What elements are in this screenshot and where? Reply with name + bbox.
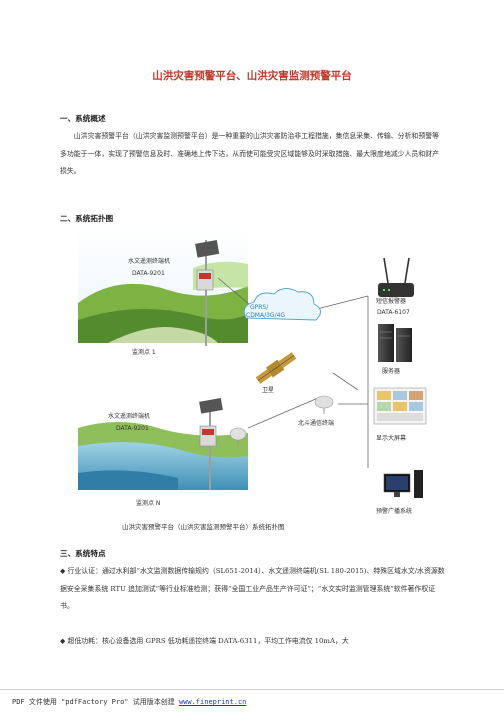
- sms-alarm-model: DATA-6107: [377, 309, 410, 316]
- section-heading-overview: 一、系统概述: [60, 114, 106, 123]
- pdf-footer: PDF 文件使用 "pdfFactory Pro" 试用版本创建 www.fin…: [0, 689, 504, 713]
- topology-svg: [78, 228, 427, 498]
- site-1-label: 监测点 1: [132, 349, 156, 356]
- server-icon: [378, 324, 412, 362]
- monitoring-site-n-scene: [78, 408, 248, 490]
- footer-text: PDF 文件使用 "pdfFactory Pro" 试用版本创建: [12, 698, 179, 706]
- feature-bullet-2: ◆ 超低功耗：核心设备选用 GPRS 低功耗遥控终端 DATA-6311，平均工…: [60, 633, 445, 651]
- feature-bullet-1-text: 行业认证：通过水利部“水文监测数据传输规约（SL651-2014）、水文遥测终端…: [60, 567, 445, 610]
- overview-paragraph: 山洪灾害预警平台（山洪灾害监测预警平台）是一种重要的山洪灾害防治非工程措施，集信…: [60, 132, 439, 175]
- cloud-label-line1: GPRS/: [250, 304, 269, 311]
- beidou-label: 北斗通信终端: [298, 420, 335, 427]
- beidou-terminal-icon: [314, 395, 334, 414]
- diagram-caption: 山洪灾害预警平台（山洪灾害监测预警平台）系统拓扑图: [122, 523, 285, 531]
- broadcast-label: 预警广播系统: [376, 508, 413, 515]
- monitoring-site-1-scene: [78, 228, 248, 343]
- dish-antenna-site-n-icon: [229, 427, 247, 446]
- document-title: 山洪灾害预警平台、山洪灾害监测预警平台: [152, 70, 352, 82]
- cloud-network-icon: [243, 288, 321, 321]
- display-wall-icon: [373, 387, 427, 425]
- server-label: 服务器: [382, 368, 401, 375]
- terminal-2-label: 水文遥测终端机: [108, 413, 151, 420]
- telemetry-terminal-1-icon: [195, 240, 220, 346]
- terminal-1-model: DATA-9201: [132, 270, 165, 277]
- feature-bullet-2-text: 超低功耗：核心设备选用 GPRS 低功耗遥控终端 DATA-6311，平均工作电…: [67, 637, 349, 645]
- section-heading-features: 三、系统特点: [60, 549, 106, 558]
- sms-alarm-icon: [378, 257, 414, 297]
- site-n-label: 监测点 N: [136, 500, 161, 507]
- satellite-label: 卫星: [262, 387, 275, 394]
- feature-bullet-1: ◆ 行业认证：通过水利部“水文监测数据传输规约（SL651-2014）、水文遥测…: [60, 563, 445, 616]
- sms-alarm-label: 短信报警器: [376, 298, 407, 305]
- bullet-mark: ◆: [60, 637, 66, 645]
- document-page: 山洪灾害预警平台、山洪灾害监测预警平台 一、系统概述 山洪灾害预警平台（山洪灾害…: [60, 70, 445, 651]
- topology-diagram: 水文遥测终端机 DATA-9201 监测点 1 GPRS/ CDMA/3G/4G…: [78, 228, 433, 538]
- satellite-icon: [255, 352, 297, 384]
- section-heading-topology: 二、系统拓扑图: [60, 214, 114, 223]
- display-label: 显示大屏幕: [376, 435, 407, 442]
- cloud-label-line2: CDMA/3G/4G: [246, 312, 286, 319]
- bullet-mark: ◆: [60, 567, 66, 575]
- terminal-2-model: DATA-9201: [116, 425, 149, 432]
- terminal-1-label: 水文遥测终端机: [128, 258, 171, 265]
- telemetry-terminal-2-icon: [199, 398, 223, 490]
- footer-link[interactable]: www.fineprint.cn: [178, 698, 247, 706]
- broadcast-system-icon: [383, 470, 423, 498]
